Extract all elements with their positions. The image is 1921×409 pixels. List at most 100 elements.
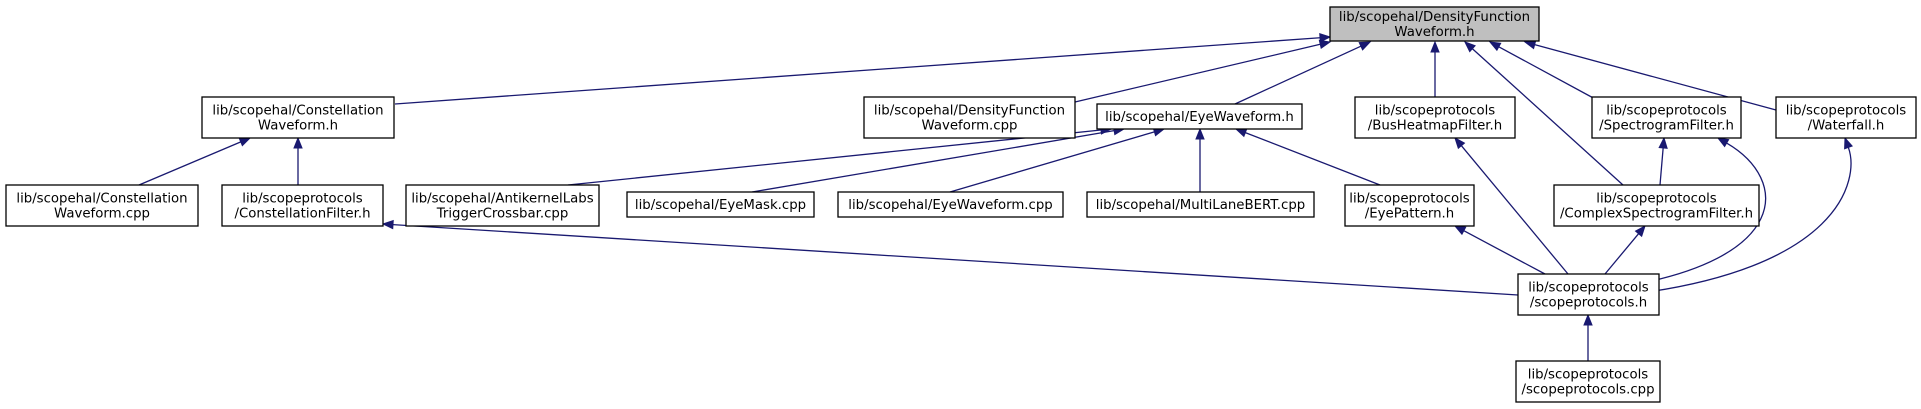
node-label: lib/scopeprotocols (1786, 104, 1907, 119)
node-box (1354, 96, 1516, 139)
node-box (626, 191, 815, 218)
node-spcpp[interactable]: lib/scopeprotocols/scopeprotocols.cpp (1515, 360, 1661, 403)
edge-line (1604, 233, 1640, 275)
node-label: /scopeprotocols.cpp (1521, 383, 1654, 398)
node-box (837, 191, 1064, 218)
arrowhead (1634, 224, 1646, 238)
node-csf[interactable]: lib/scopeprotocols/ComplexSpectrogramFil… (1553, 184, 1760, 227)
arrowhead (1716, 137, 1730, 148)
edge-line (1659, 147, 1664, 186)
edge-spec-to-root (1488, 41, 1598, 101)
arrowhead (1523, 40, 1537, 50)
node-box (221, 184, 384, 227)
node-ep[interactable]: lib/scopeprotocols/EyePattern.h (1344, 184, 1475, 227)
node-label: lib/scopeprotocols (1349, 192, 1470, 207)
edge-line (1460, 145, 1569, 275)
edge-line (394, 37, 1321, 105)
edge-dfcpp-to-root (1074, 39, 1332, 103)
arrowhead (381, 219, 394, 230)
node-box (1086, 191, 1315, 218)
edge-line (1624, 147, 1852, 296)
node-label: lib/scopeprotocols (1596, 192, 1717, 207)
node-box (1553, 184, 1760, 227)
edge-sph-to-cf (381, 219, 1519, 296)
node-box (5, 184, 199, 227)
edge-line (1498, 46, 1598, 101)
arrowhead (1658, 136, 1668, 149)
node-box (1344, 184, 1475, 227)
edge-line (1471, 48, 1624, 186)
edge-sph-to-ep (1453, 225, 1546, 275)
node-spec[interactable]: lib/scopeprotocols/SpectrogramFilter.h (1591, 96, 1742, 139)
node-label: lib/scopehal/Constellation (212, 104, 383, 119)
node-label: /ConstellationFilter.h (234, 207, 370, 222)
edge-line (1234, 45, 1362, 105)
node-label: lib/scopehal/EyeWaveform.h (1105, 110, 1294, 125)
edge-cf-to-cw (293, 136, 303, 185)
arrowhead (1454, 136, 1466, 150)
node-box (1515, 360, 1661, 403)
node-box (1329, 6, 1540, 42)
arrowhead (1464, 41, 1476, 53)
edge-cwcpp-to-cw (138, 137, 252, 186)
node-label: Waveform.cpp (922, 119, 1018, 134)
nodes-layer: lib/scopehal/DensityFunctionWaveform.hli… (5, 6, 1917, 403)
arrowhead (1453, 225, 1467, 236)
node-box (405, 184, 600, 227)
node-box (863, 96, 1076, 139)
node-label: lib/scopehal/Constellation (16, 192, 187, 207)
node-label: /EyePattern.h (1365, 207, 1454, 222)
node-label: /BusHeatmapFilter.h (1368, 119, 1502, 134)
node-box (1517, 273, 1660, 316)
edge-sph-to-csf (1604, 224, 1646, 275)
node-label: /Waterfall.h (1808, 119, 1885, 134)
node-label: lib/scopehal/EyeMask.cpp (635, 198, 806, 213)
node-eyecpp[interactable]: lib/scopehal/EyeWaveform.cpp (837, 191, 1064, 218)
arrowhead (238, 137, 252, 147)
node-label: lib/scopeprotocols (242, 192, 363, 207)
node-label: /scopeprotocols.h (1530, 296, 1647, 311)
node-label: /SpectrogramFilter.h (1599, 119, 1734, 134)
edge-line (1245, 132, 1381, 186)
edges-layer (138, 33, 1853, 361)
node-bus[interactable]: lib/scopeprotocols/BusHeatmapFilter.h (1354, 96, 1516, 139)
edge-line (567, 129, 1102, 186)
node-label: lib/scopehal/MultiLaneBERT.cpp (1096, 198, 1305, 213)
node-label: Waveform.cpp (54, 207, 150, 222)
node-sph[interactable]: lib/scopeprotocols/scopeprotocols.h (1517, 273, 1660, 316)
arrowhead (1430, 40, 1440, 53)
node-label: lib/scopehal/EyeWaveform.cpp (848, 198, 1052, 213)
node-label: lib/scopehal/DensityFunction (1339, 10, 1530, 25)
node-label: lib/scopeprotocols (1528, 281, 1649, 296)
edge-line (949, 131, 1155, 193)
edge-mlb-to-eye (1195, 127, 1205, 192)
node-wf[interactable]: lib/scopeprotocols/Waterfall.h (1775, 96, 1917, 139)
node-mlb[interactable]: lib/scopehal/MultiLaneBERT.cpp (1086, 191, 1315, 218)
edge-csf-to-root (1464, 41, 1624, 186)
arrowhead (1234, 128, 1248, 138)
edge-csf-to-spec (1658, 136, 1668, 186)
node-label: lib/scopehal/AntikernelLabs (411, 192, 593, 207)
edge-spcpp-to-sph (1583, 313, 1593, 361)
edge-sph-to-wf (1624, 136, 1853, 296)
node-mask[interactable]: lib/scopehal/EyeMask.cpp (626, 191, 815, 218)
arrowhead (1319, 33, 1332, 43)
node-label: Waveform.h (1394, 25, 1474, 40)
node-box (201, 96, 395, 139)
node-eye[interactable]: lib/scopehal/EyeWaveform.h (1096, 103, 1303, 130)
node-box (1775, 96, 1917, 139)
node-box (1096, 103, 1303, 130)
arrowhead (1195, 127, 1205, 140)
edge-line (1619, 142, 1767, 288)
edge-bus-to-root (1430, 40, 1440, 97)
node-cf[interactable]: lib/scopeprotocols/ConstellationFilter.h (221, 184, 384, 227)
edge-cw-to-root (394, 33, 1332, 105)
node-ak[interactable]: lib/scopehal/AntikernelLabsTriggerCrossb… (405, 184, 600, 227)
edge-eye-to-root (1234, 41, 1372, 105)
edge-sph-to-bus (1454, 136, 1569, 275)
